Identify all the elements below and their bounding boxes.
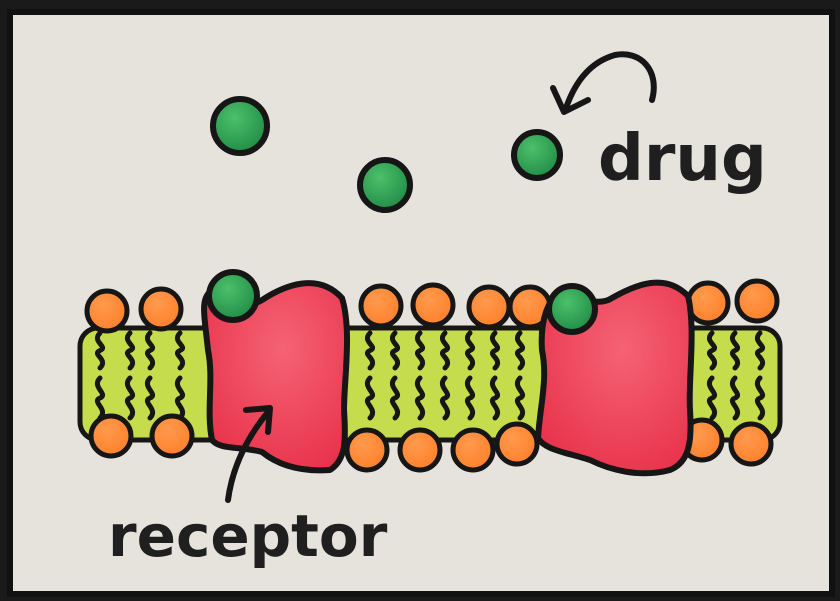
phospholipid-head xyxy=(413,285,453,325)
phospholipid-head xyxy=(497,424,537,464)
phospholipid-head xyxy=(361,286,401,326)
bound-drug-molecule xyxy=(209,272,257,320)
phospholipid-head xyxy=(91,416,131,456)
phospholipid-head xyxy=(87,291,127,331)
phospholipid-head xyxy=(453,430,493,470)
phospholipid-head xyxy=(731,424,771,464)
phospholipid-head xyxy=(152,416,192,456)
drug-label: drug xyxy=(598,122,767,196)
drug-molecule xyxy=(360,160,410,210)
bound-drug-molecule xyxy=(549,286,595,332)
phospholipid-head xyxy=(347,430,387,470)
receptor-label: receptor xyxy=(108,502,388,570)
phospholipid-head xyxy=(400,430,440,470)
phospholipid-head xyxy=(469,287,509,327)
phospholipid-head xyxy=(737,281,777,321)
drug-molecule xyxy=(213,99,267,153)
drug-molecule xyxy=(514,132,560,178)
phospholipid-head xyxy=(141,289,181,329)
